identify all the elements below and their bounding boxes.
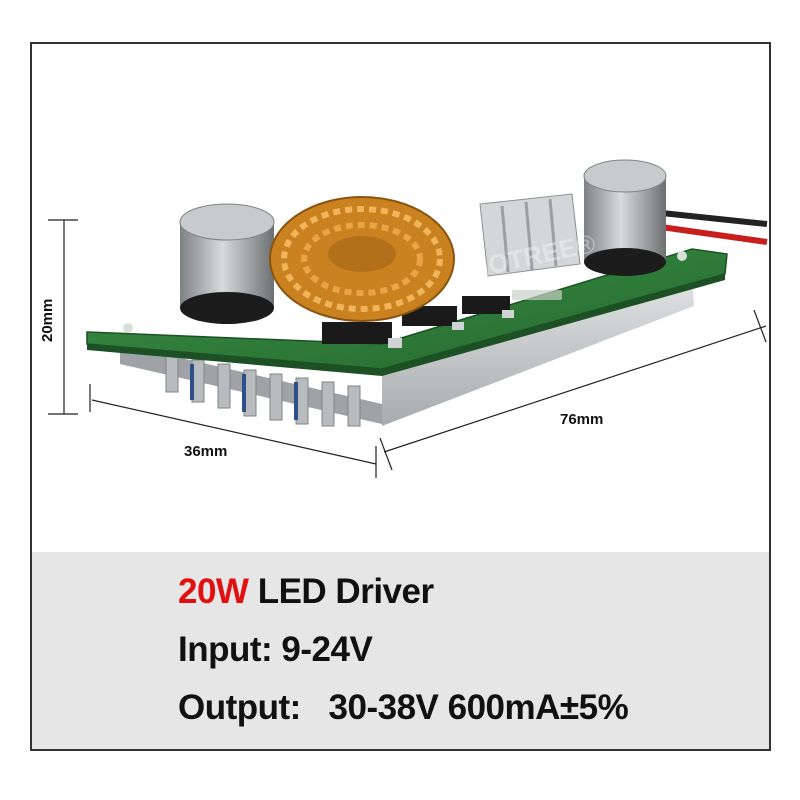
product-title: 20W LED Driver bbox=[178, 572, 434, 612]
spec-panel: 20W LED Driver Input: 9-24V Output: 30-3… bbox=[32, 552, 769, 749]
width-label: 36mm bbox=[184, 443, 227, 460]
input-value: 9-24V bbox=[281, 630, 373, 669]
power-rating: 20W bbox=[178, 572, 249, 611]
length-label: 76mm bbox=[560, 411, 603, 428]
input-spec: Input: 9-24V bbox=[178, 630, 373, 670]
output-spec: Output: 30-38V 600mA±5% bbox=[178, 688, 629, 728]
aluminium-heatsink bbox=[120, 274, 694, 427]
green-pcb bbox=[86, 248, 728, 376]
smd-components bbox=[322, 296, 514, 348]
capacitor-right bbox=[583, 159, 667, 276]
toroid-inductor bbox=[269, 196, 455, 322]
power-leads bbox=[651, 209, 768, 245]
length-dimension: 76mm bbox=[379, 309, 767, 471]
image-frame: HOTREE® 20mm 36mm 76mm 20W LED Driver bbox=[30, 42, 771, 751]
output-value: 30-38V 600mA±5% bbox=[328, 688, 629, 727]
capacitor-left bbox=[179, 203, 275, 324]
height-dimension: 20mm bbox=[39, 219, 78, 415]
input-label: Input: bbox=[178, 630, 273, 669]
output-label: Output: bbox=[178, 688, 301, 727]
small-heatsink bbox=[479, 193, 581, 277]
product-photo: HOTREE® 20mm 36mm 76mm bbox=[39, 159, 768, 478]
product-type: LED Driver bbox=[257, 572, 434, 611]
width-dimension: 36mm bbox=[89, 384, 377, 478]
height-label: 20mm bbox=[39, 299, 56, 342]
